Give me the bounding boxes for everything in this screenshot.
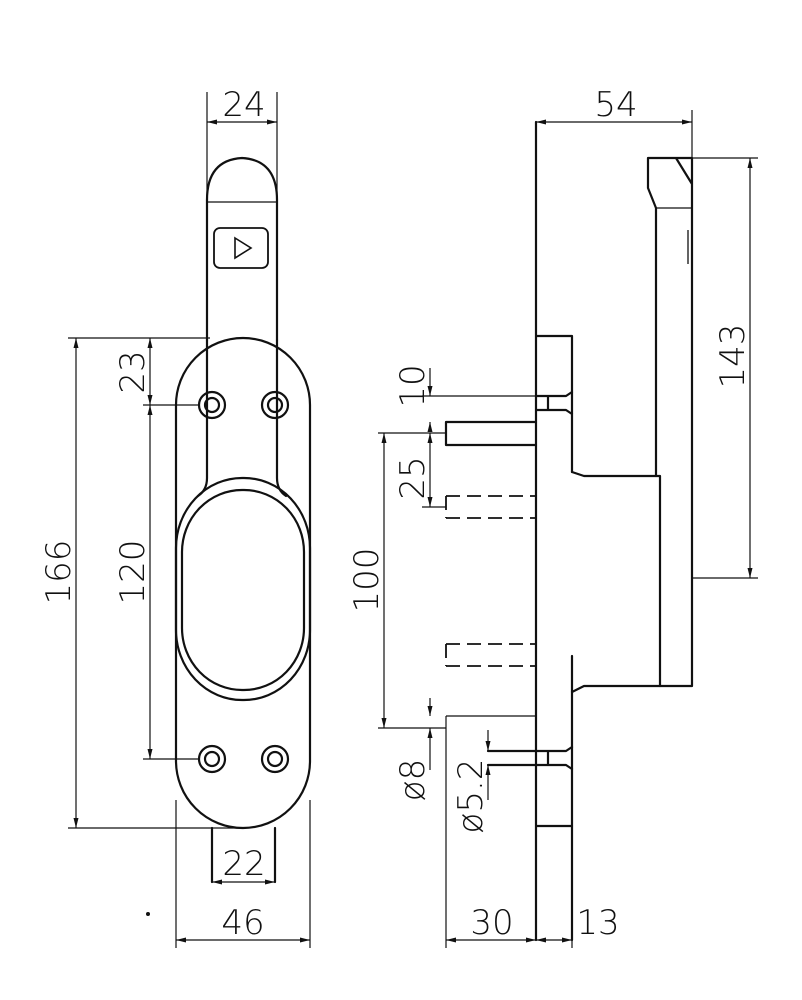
dim-bottom-width: 22	[212, 844, 275, 885]
recess-outer	[174, 476, 312, 702]
stray-mark	[146, 912, 150, 916]
svg-text:13: 13	[576, 903, 619, 943]
dim-hole-spacing: 120	[113, 405, 198, 760]
mounting-plate	[534, 120, 574, 942]
dim-handle-length: 143	[692, 157, 758, 579]
play-triangle-icon	[213, 227, 269, 269]
lever-profile	[646, 156, 694, 688]
dim-bolt-diameter: ø5.2	[451, 730, 491, 833]
front-view: 24 166 23 120 22	[39, 85, 312, 948]
spindle-top	[444, 420, 538, 447]
side-view: 54 143 10 25 100	[347, 85, 758, 948]
svg-text:24: 24	[222, 85, 265, 125]
base-plate	[174, 336, 312, 830]
dim-spindle-offset: 10	[393, 364, 536, 432]
svg-text:120: 120	[113, 540, 153, 605]
dim-spindle-diameter: ø8	[393, 698, 433, 801]
dim-handle-width: 24	[206, 85, 278, 200]
dim-spindle-projection: 30	[445, 716, 536, 948]
top-screw	[534, 390, 574, 416]
handle-lever-outline	[205, 156, 279, 342]
screw-hole-top-right	[260, 390, 290, 420]
dim-spindle-pitch: 25	[378, 432, 446, 508]
dim-overall-depth: 54	[536, 85, 693, 158]
handle-body	[570, 470, 662, 942]
svg-text:23: 23	[113, 350, 153, 393]
svg-text:46: 46	[221, 903, 264, 943]
dim-overall-length: 166	[39, 337, 240, 829]
svg-text:ø5.2: ø5.2	[451, 759, 491, 834]
svg-text:54: 54	[594, 85, 637, 125]
svg-text:166: 166	[39, 540, 79, 605]
screw-hole-bottom-left	[197, 744, 227, 774]
screw-hole-top-left	[197, 390, 227, 420]
dim-base-width: 46	[175, 800, 311, 948]
dim-top-offset: 23	[113, 338, 198, 406]
svg-text:100: 100	[347, 548, 387, 613]
svg-text:25: 25	[393, 456, 433, 499]
svg-text:ø8: ø8	[393, 759, 433, 801]
dim-bolt-spacing: 100	[347, 433, 446, 729]
svg-text:10: 10	[393, 364, 433, 407]
bottom-screw	[486, 745, 574, 771]
recess-inner	[180, 488, 306, 692]
svg-text:143: 143	[713, 324, 753, 389]
spindle-hidden-2	[445, 643, 536, 667]
svg-text:30: 30	[470, 903, 513, 943]
bottom-tab	[210, 826, 277, 884]
svg-text:22: 22	[222, 844, 265, 884]
spindle-hidden-1	[445, 495, 536, 519]
dim-plate-thickness: 13	[536, 826, 620, 948]
screw-hole-bottom-right	[260, 744, 290, 774]
